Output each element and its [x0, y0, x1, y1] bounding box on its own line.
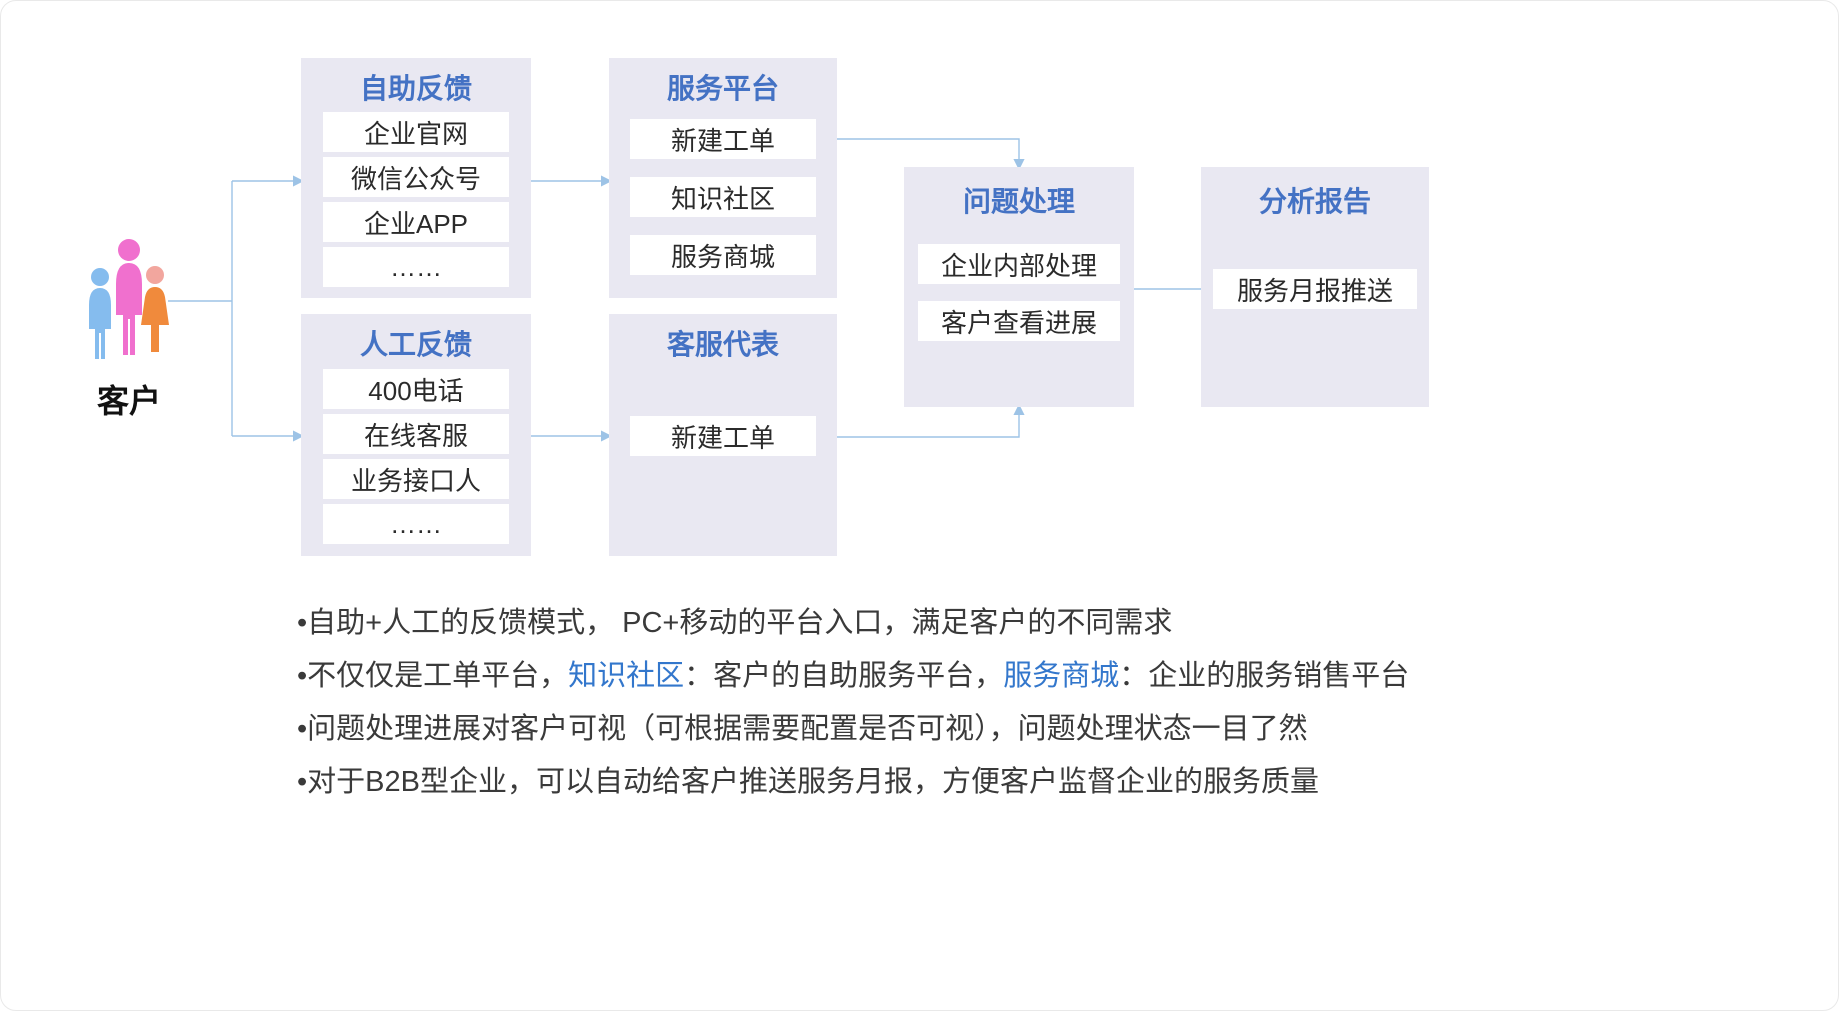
note-highlight-knowledge-community: 知识社区	[568, 660, 685, 692]
group-title-service-platform: 服务平台	[666, 73, 779, 104]
item-company-website: 企业官网	[323, 112, 509, 152]
person-blue-icon	[89, 268, 111, 359]
note-platform-features: •不仅仅是工单平台，知识社区：客户的自助服务平台，服务商城：企业的服务销售平台	[297, 650, 1597, 703]
item-customer-view-progress: 客户查看进展	[918, 301, 1120, 341]
group-manual-feedback: 人工反馈 400电话 在线客服 业务接口人 ……	[301, 314, 531, 556]
group-title-problem-handling: 问题处理	[962, 186, 1075, 217]
customer-figure: 客户	[79, 237, 179, 422]
item-400-phone: 400电话	[323, 369, 509, 409]
item-monthly-report-push: 服务月报推送	[1213, 269, 1417, 309]
item-wechat-official: 微信公众号	[323, 157, 509, 197]
person-pink-icon	[116, 239, 142, 355]
customer-label: 客户	[96, 383, 161, 419]
note-text-segment: ：企业的服务销售平台	[1119, 660, 1410, 692]
note-text-segment: •不仅仅是工单平台，	[297, 660, 569, 692]
item-business-contact: 业务接口人	[323, 459, 509, 499]
item-manual-feedback-more: ……	[323, 504, 509, 544]
item-online-service: 在线客服	[323, 414, 509, 454]
note-feedback-modes: •自助+人工的反馈模式， PC+移动的平台入口，满足客户的不同需求	[297, 597, 1597, 650]
customer-people-icon	[89, 239, 169, 359]
note-highlight-service-mall: 服务商城	[1003, 660, 1120, 692]
arrow-platform-ticket-to-problem-handling	[817, 138, 1025, 171]
item-new-ticket-agent: 新建工单	[630, 416, 816, 456]
note-text-segment: •对于B2B型企业，可以自动给客户推送服务月报，方便客户监督企业的服务质量	[297, 766, 1319, 798]
group-analysis-report: 分析报告 服务月报推送	[1201, 167, 1429, 407]
arrow-agent-ticket-to-problem-handling	[817, 403, 1025, 438]
group-title-service-agent: 客服代表	[666, 329, 779, 360]
item-new-ticket-platform: 新建工单	[630, 119, 816, 159]
group-title-manual-feedback: 人工反馈	[359, 329, 472, 360]
note-b2b-monthly-report: •对于B2B型企业，可以自动给客户推送服务月报，方便客户监督企业的服务质量	[297, 756, 1597, 809]
item-internal-processing: 企业内部处理	[918, 244, 1120, 284]
note-text-segment: •自助+人工的反馈模式， PC+移动的平台入口，满足客户的不同需求	[297, 607, 1173, 639]
group-title-self-feedback: 自助反馈	[359, 73, 472, 104]
group-self-feedback: 自助反馈 企业官网 微信公众号 企业APP ……	[301, 58, 531, 298]
notes-list: •自助+人工的反馈模式， PC+移动的平台入口，满足客户的不同需求 •不仅仅是工…	[297, 597, 1597, 809]
group-problem-handling: 问题处理 企业内部处理 客户查看进展	[904, 167, 1134, 407]
group-title-analysis-report: 分析报告	[1258, 186, 1371, 217]
item-service-mall: 服务商城	[630, 235, 816, 275]
item-self-feedback-more: ……	[323, 247, 509, 287]
group-service-agent: 客服代表 新建工单	[609, 314, 837, 556]
item-knowledge-community: 知识社区	[630, 177, 816, 217]
item-company-app: 企业APP	[323, 202, 509, 242]
note-text-segment: •问题处理进展对客户可视（可根据需要配置是否可视），问题处理状态一目了然	[297, 713, 1308, 745]
note-progress-visibility: •问题处理进展对客户可视（可根据需要配置是否可视），问题处理状态一目了然	[297, 703, 1597, 756]
note-text-segment: ：客户的自助服务平台，	[684, 660, 1004, 692]
person-orange-icon	[141, 266, 169, 352]
group-service-platform: 服务平台 新建工单 知识社区 服务商城	[609, 58, 837, 298]
